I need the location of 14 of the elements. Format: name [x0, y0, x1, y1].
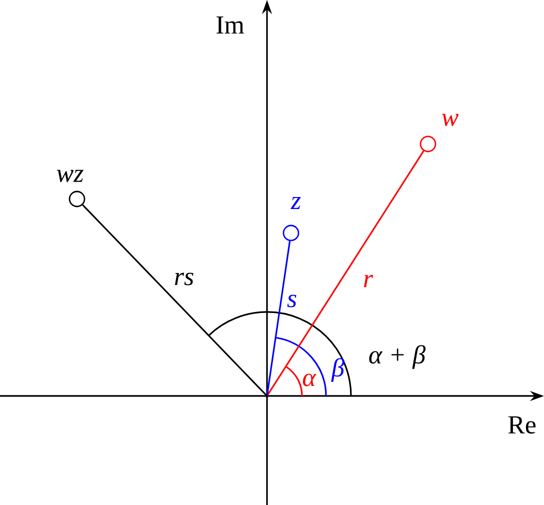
connector-line	[266, 240, 291, 396]
edge-label: rs	[174, 272, 194, 286]
edge-label: r	[364, 274, 374, 288]
angle-label: α + β	[369, 345, 426, 369]
angle-label: α	[302, 374, 316, 386]
axis-label: Im	[216, 16, 244, 34]
edge-label: s	[287, 294, 296, 308]
connector-line	[82, 204, 268, 397]
angle-label: β	[331, 358, 344, 382]
node-label: z	[290, 197, 301, 209]
axis-label: Re	[508, 416, 536, 434]
node-label: w	[442, 114, 458, 126]
connector-line	[266, 150, 424, 396]
node-label: wz	[56, 170, 84, 182]
